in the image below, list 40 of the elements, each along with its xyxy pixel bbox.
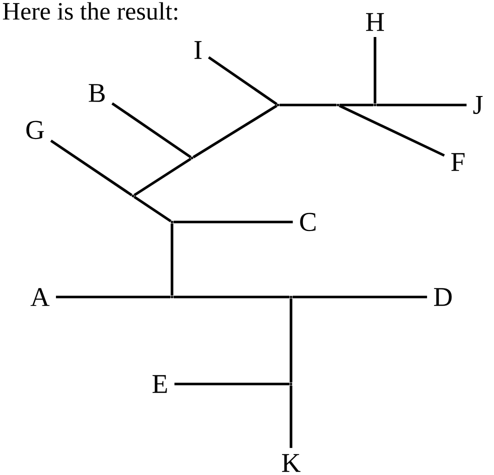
branch-point (170, 296, 174, 298)
tree-branch (134, 158, 192, 196)
leaf-letter: H (366, 13, 384, 31)
branch-point (276, 104, 280, 106)
tree-branch (56, 296, 170, 298)
tree-branch (174, 382, 290, 386)
leaf-letter: B (88, 84, 105, 102)
heading-text: Here is the result: (2, 2, 178, 20)
leaf-letter: E (152, 375, 167, 393)
branch-point (290, 296, 292, 298)
leaf-letter: G (26, 120, 44, 140)
tree-branch (111, 102, 192, 158)
branch-point (290, 382, 292, 386)
tree-branch (290, 298, 292, 382)
tree-branch (134, 196, 172, 222)
leaf-letter: K (282, 454, 300, 472)
leaf-letter: A (30, 288, 50, 306)
branch-point (190, 156, 194, 160)
tree-branch (170, 224, 174, 296)
tree-branch (338, 104, 445, 157)
tree-branch (50, 140, 132, 196)
tree-branch (374, 37, 376, 104)
branch-point (336, 104, 340, 106)
leaf-letter: J (473, 96, 483, 114)
tree-branch (376, 104, 467, 106)
tree-branch (340, 104, 374, 106)
tree-branch (290, 386, 292, 448)
tree-branch (292, 296, 428, 298)
tree-branch (280, 104, 336, 106)
leaf-letter: F (451, 153, 465, 171)
branch-point (132, 194, 134, 198)
leaf-letter: D (434, 288, 452, 306)
tree-branch (174, 296, 290, 298)
branch-point (170, 220, 174, 224)
tree-branch (174, 220, 293, 224)
tree-branch (208, 56, 278, 106)
tree-branch (192, 104, 278, 158)
leaf-letter: C (300, 212, 316, 232)
leaf-letter: I (194, 41, 202, 59)
branch-point (374, 104, 376, 106)
